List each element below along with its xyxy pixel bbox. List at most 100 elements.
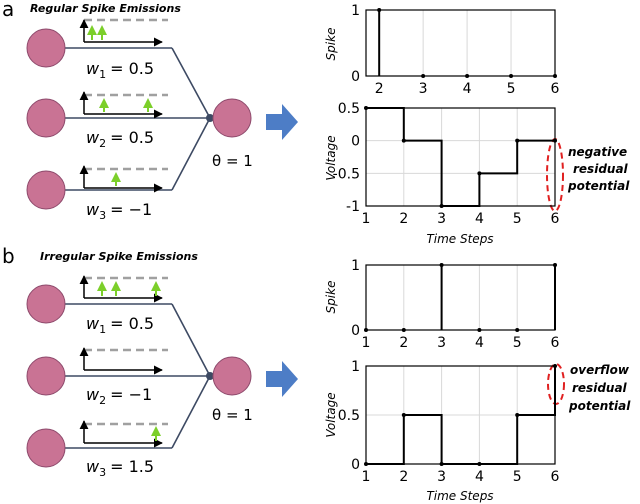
flow-arrow: [266, 104, 298, 140]
axis-label-voltage: Voltage: [324, 135, 338, 180]
tick-label: 5: [513, 335, 522, 351]
tick-label: 6: [551, 335, 560, 351]
axis-label-spike: Spike: [324, 281, 338, 314]
input-spike-train: [79, 275, 168, 303]
input-neuron: [26, 356, 66, 396]
input-spike-train: [79, 165, 168, 193]
tick-label: 0.5: [338, 408, 360, 424]
input-neuron: [26, 284, 66, 324]
tick-label: 0: [351, 69, 360, 85]
tick-label: 3: [419, 81, 428, 97]
data-point: [515, 328, 520, 332]
data-point: [401, 328, 406, 332]
tick-label: -0.5: [333, 166, 360, 182]
weight-label: w3= −1: [86, 200, 152, 222]
tick-label: 3: [437, 335, 446, 351]
axis-label-time: Time Steps: [426, 232, 493, 246]
tick-label: 6: [551, 211, 560, 227]
tick-label: 1: [351, 359, 360, 375]
panel-letter: a: [2, 0, 14, 21]
data-point: [553, 263, 557, 267]
input-spike-train: [79, 420, 168, 448]
weight-label: w1= 0.5: [86, 314, 154, 336]
axis-label-voltage: Voltage: [324, 392, 338, 437]
data-point: [439, 263, 444, 267]
data-point: [465, 74, 470, 78]
panel-letter: b: [2, 244, 15, 268]
data-point: [421, 74, 426, 78]
data-point: [477, 328, 482, 332]
tick-label: 5: [513, 211, 522, 227]
panel-b: b Irregular Spike Emissions θ = 1 w1= 0.…: [2, 244, 631, 479]
plot-frame: [365, 9, 556, 77]
weight-label: w1= 0.5: [86, 59, 154, 81]
output-neuron: [212, 98, 252, 138]
annotation-line: overflow: [570, 363, 630, 377]
axis-label-time: Time Steps: [426, 489, 493, 503]
input-neuron: [26, 170, 66, 210]
theta-label: θ = 1: [212, 406, 253, 424]
input-spike-train: [79, 347, 168, 375]
input-neuron: [26, 28, 66, 68]
voltage-trace: [366, 366, 556, 465]
input-spike-train: [79, 18, 168, 47]
tick-label: 2: [399, 211, 408, 227]
tick-label: 3: [437, 211, 446, 227]
flow-arrow: [266, 361, 298, 397]
panel-title: Regular Spike Emissions: [30, 2, 181, 15]
data-point: [509, 74, 514, 78]
output-neuron: [212, 356, 252, 396]
tick-label: 1: [362, 469, 371, 485]
junction-node: [206, 372, 214, 380]
plot-frame: [365, 264, 556, 331]
panel-b-plot-labels: Spike Voltage Time Steps: [324, 281, 494, 503]
plot-frame: [365, 107, 556, 207]
panel-a: a Regular Spike Emissions θ = 1 w1= 0.5: [2, 0, 630, 222]
annotation-line: residual: [572, 381, 628, 395]
tick-label: 6: [551, 469, 560, 485]
tick-label: 0: [351, 323, 360, 339]
tick-label: 2: [375, 81, 384, 97]
input-spike-train: [79, 91, 168, 119]
data-point: [364, 328, 368, 332]
annotation-line: negative: [568, 145, 627, 159]
input-neuron: [26, 98, 66, 138]
tick-label: 1: [351, 3, 360, 19]
axis-label-spike: Spike: [324, 28, 338, 61]
synapse-lines: [64, 303, 211, 449]
weight-label: w3= 1.5: [86, 457, 154, 479]
annotation-line: residual: [573, 162, 629, 176]
weight-label: w2= −1: [86, 385, 152, 407]
plot-0: 1 02 3 4 5 6: [351, 3, 559, 97]
tick-label: 1: [362, 335, 371, 351]
tick-label: 4: [463, 81, 472, 97]
tick-label: 5: [513, 469, 522, 485]
panel-a-plot-labels: Spike Voltage Time Steps: [324, 28, 494, 246]
tick-label: 1: [351, 258, 360, 274]
tick-label: 0.5: [338, 101, 360, 117]
weight-label: w2= 0.5: [86, 128, 154, 150]
input-neuron: [26, 428, 66, 468]
annotation-line: potential: [567, 179, 630, 193]
tick-label: -1: [346, 199, 360, 215]
tick-label: 6: [551, 81, 560, 97]
theta-label: θ = 1: [212, 152, 253, 170]
annotation-line: potential: [568, 399, 631, 413]
tick-label: 2: [399, 469, 408, 485]
panel-title: Irregular Spike Emissions: [40, 250, 198, 263]
data-point: [377, 8, 382, 12]
data-point: [553, 74, 557, 78]
tick-label: 4: [475, 335, 484, 351]
tick-label: 5: [507, 81, 516, 97]
voltage-trace: [366, 107, 555, 207]
tick-label: 4: [475, 211, 484, 227]
tick-label: 0: [351, 457, 360, 473]
tick-label: 4: [475, 469, 484, 485]
tick-label: 2: [399, 335, 408, 351]
tick-label: 0: [351, 134, 360, 150]
